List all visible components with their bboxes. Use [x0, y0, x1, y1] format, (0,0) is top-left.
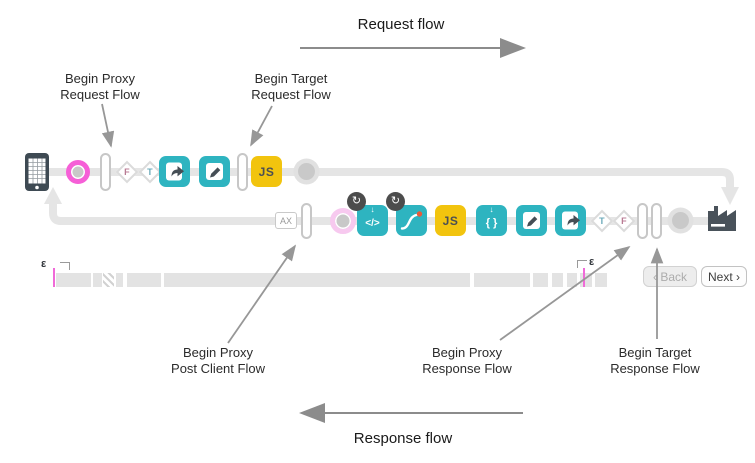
begin-proxy-post-client-flow-marker[interactable] [301, 203, 312, 239]
condition-diamond-false[interactable]: F [115, 160, 139, 184]
javascript-policy-label: JS [442, 213, 459, 228]
javascript-policy-label: JS [258, 164, 275, 179]
begin-target-response-flow-label: Begin Target Response Flow [610, 345, 700, 376]
response-flow-title: Response flow [353, 430, 453, 447]
loop-arrow-glyph: ↻ [390, 195, 401, 207]
target-server-factory-icon[interactable] [705, 202, 741, 234]
loop-badge-icon: ↻ [347, 192, 366, 211]
timeline-segment [127, 273, 161, 287]
condition-true-label: T [599, 216, 605, 226]
extract-variables-policy-icon[interactable]: ↓ { } [476, 205, 507, 236]
analytics-ax-label: AX [279, 215, 292, 226]
begin-proxy-response-flow-marker[interactable] [637, 203, 648, 239]
assign-message-policy-icon[interactable] [199, 156, 230, 187]
timeline-start-tick [53, 268, 55, 287]
condition-diamond-true[interactable]: T [138, 160, 162, 184]
condition-false-label: F [621, 216, 627, 226]
javascript-policy-icon[interactable]: JS [435, 205, 466, 236]
begin-proxy-response-flow-label: Begin Proxy Response Flow [422, 345, 512, 376]
post-client-start-node[interactable] [330, 208, 356, 234]
route-policy-icon[interactable] [396, 205, 427, 236]
assign-message-policy-icon[interactable] [516, 205, 547, 236]
braces-policy-label: { } [485, 216, 498, 229]
timeline-segment [56, 273, 91, 287]
next-button[interactable]: Next › [701, 266, 747, 287]
begin-target-request-flow-label: Begin Target Request Flow [251, 71, 331, 102]
timeline-segment-hatched [103, 273, 114, 287]
timeline-segment [93, 273, 102, 287]
next-button-label: Next › [707, 269, 740, 284]
timeline-epsilon-left: ε [41, 258, 47, 270]
timeline-segment [595, 273, 607, 287]
begin-proxy-request-flow-label: Begin Proxy Request Flow [60, 71, 140, 102]
down-arrow-icon: ↓ [370, 205, 375, 214]
callout-policy-icon[interactable] [159, 156, 190, 187]
condition-diamond-true[interactable]: T [590, 209, 614, 233]
begin-proxy-post-client-pointer-arrow [227, 244, 297, 344]
timeline-end-tick [583, 268, 585, 287]
proxy-request-start-node[interactable] [66, 160, 90, 184]
down-arrow-icon: ↓ [489, 205, 494, 214]
timeline-segment [533, 273, 548, 287]
condition-true-label: T [147, 167, 153, 177]
begin-target-request-flow-marker[interactable] [237, 153, 248, 191]
timeline-segment [580, 273, 592, 287]
begin-proxy-response-pointer-arrow [499, 245, 631, 341]
begin-target-response-flow-marker[interactable] [651, 203, 662, 239]
timeline-epsilon-right: ε [589, 256, 595, 268]
condition-diamond-false[interactable]: F [612, 209, 636, 233]
begin-proxy-post-client-flow-label: Begin Proxy Post Client Flow [171, 345, 265, 376]
timeline-segment [116, 273, 123, 287]
response-transition-dot[interactable] [672, 212, 689, 229]
timeline-segment [164, 273, 470, 287]
timeline-segment [552, 273, 563, 287]
timeline-bracket-left [60, 262, 70, 270]
callout-policy-icon[interactable] [555, 205, 586, 236]
begin-proxy-request-pointer-arrow [101, 103, 115, 148]
back-button-label: ‹ Back [652, 269, 687, 284]
begin-proxy-request-flow-marker[interactable] [100, 153, 111, 191]
timeline-bracket-right [577, 260, 587, 268]
loop-badge-icon: ↻ [386, 192, 405, 211]
javascript-policy-icon[interactable]: JS [251, 156, 282, 187]
analytics-ax-marker[interactable]: AX [275, 212, 297, 229]
begin-target-request-pointer-arrow [250, 105, 273, 147]
request-transition-dot[interactable] [298, 163, 315, 180]
client-phone-icon[interactable] [24, 152, 50, 192]
code-policy-icon[interactable]: ↓ </> [357, 205, 388, 236]
condition-false-label: F [124, 167, 130, 177]
loop-arrow-glyph: ↻ [351, 195, 362, 207]
code-policy-label: </> [365, 217, 380, 229]
request-flow-title: Request flow [357, 16, 445, 33]
back-button[interactable]: ‹ Back [643, 266, 697, 287]
timeline-segment [567, 273, 577, 287]
timeline-segment [474, 273, 530, 287]
